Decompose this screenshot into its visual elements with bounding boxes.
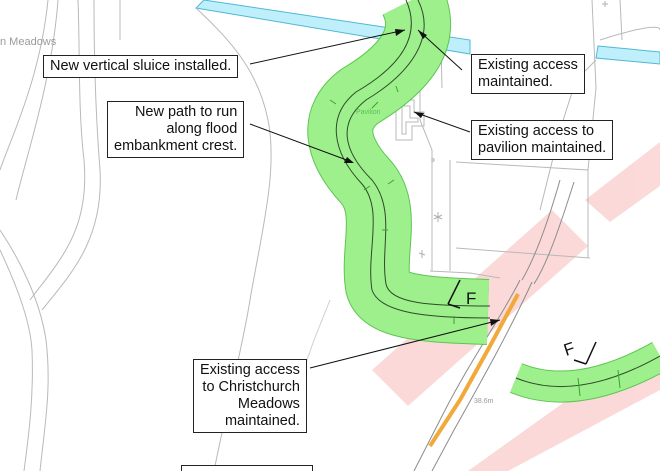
- callout-access-top-line-2: maintained.: [478, 74, 553, 90]
- meadows-label: n Meadows: [0, 36, 57, 48]
- callout-christchurch: Existing access to Christchurch Meadows …: [193, 359, 307, 433]
- callout-christchurch-line-2: to Christchurch: [202, 379, 300, 395]
- callout-pavilion-access: Existing access to pavilion maintained.: [471, 120, 614, 160]
- callout-christchurch-line-3: Meadows: [237, 396, 300, 412]
- leader-arrowheads: [344, 29, 500, 326]
- callout-access-top-line-1: Existing access: [478, 57, 578, 73]
- section-marker-upper: F: [447, 279, 476, 309]
- road: [413, 179, 575, 471]
- callout-pavilion-access-line-2: pavilion maintained.: [478, 140, 607, 156]
- callout-path: New path to run along flood embankment c…: [107, 101, 245, 158]
- callout-path-line-3: embankment crest.: [114, 138, 238, 154]
- section-marker-lower: F: [561, 339, 597, 365]
- callout-path-line-2: along flood: [166, 121, 238, 137]
- pavilion-label: Pavilion: [356, 109, 381, 116]
- callout-sluice: New vertical sluice installed.: [43, 55, 239, 78]
- callout-partial-bottom: [181, 465, 313, 471]
- section-marker-lower-label: F: [561, 339, 577, 360]
- callout-sluice-line-1: New vertical sluice installed.: [50, 58, 232, 74]
- flood-embankment: [307, 0, 520, 448]
- section-marker-upper-label: F: [466, 289, 476, 308]
- callout-christchurch-line-1: Existing access: [200, 362, 300, 378]
- flood-embankment-lower: [509, 341, 660, 403]
- spot-height-label: 38.6m: [474, 398, 494, 405]
- callout-access-top: Existing access maintained.: [471, 54, 585, 94]
- callout-christchurch-line-4: maintained.: [224, 413, 300, 429]
- callout-pavilion-access-line-1: Existing access to: [478, 123, 595, 139]
- callout-path-line-1: New path to run: [134, 104, 238, 120]
- leader-lines: [249, 29, 501, 369]
- map-symbols: [418, 1, 608, 258]
